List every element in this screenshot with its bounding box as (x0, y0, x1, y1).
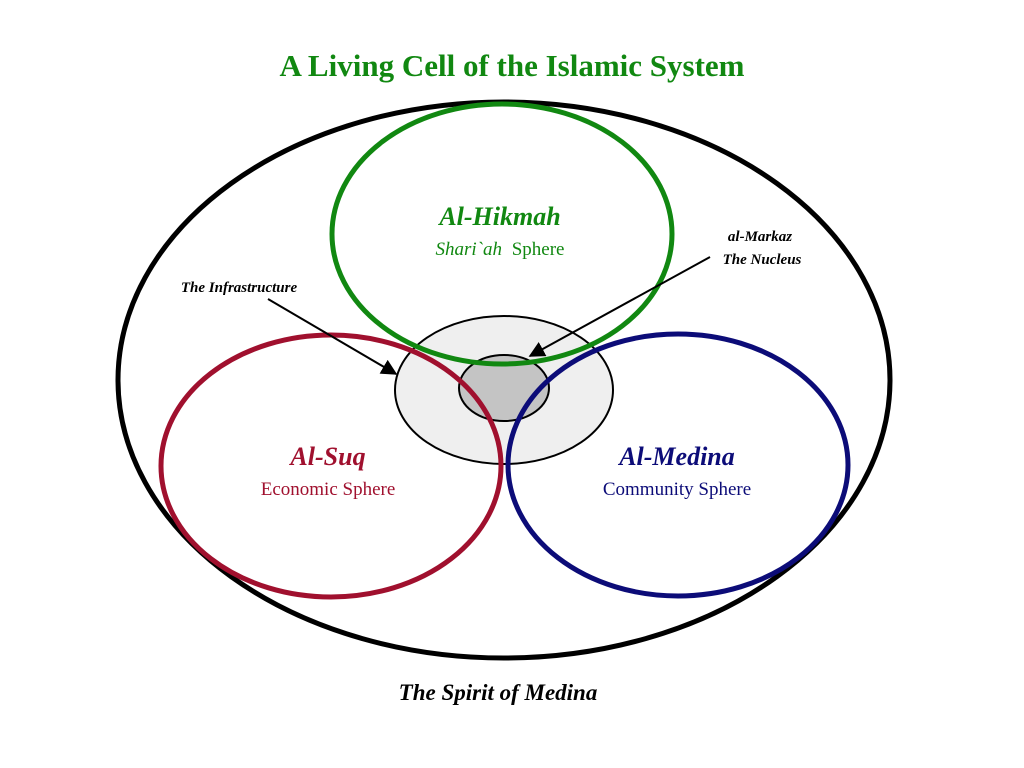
infrastructure-callout-arrow (267, 298, 398, 375)
hikmah-subtitle-italic: Shari`ah (435, 239, 502, 260)
hikmah-sphere-ellipse (329, 101, 675, 367)
markaz-callout-label: al-Markaz (728, 229, 792, 245)
page-title: A Living Cell of the Islamic System (280, 48, 745, 83)
hikmah-subtitle: Shari`ah Sphere (435, 239, 564, 260)
nucleus-callout-arrow (528, 256, 711, 357)
infrastructure-callout-label: The Infrastructure (181, 280, 298, 296)
suq-name: Al-Suq (288, 442, 365, 471)
medina-sphere-ellipse (505, 331, 851, 599)
suq-subtitle: Economic Sphere (261, 479, 396, 500)
hikmah-name: Al-Hikmah (437, 202, 560, 231)
hikmah-subtitle-rest: Sphere (512, 239, 565, 260)
medina-name: Al-Medina (617, 442, 735, 471)
nucleus-callout-label: The Nucleus (723, 252, 802, 268)
medina-subtitle: Community Sphere (603, 479, 751, 500)
diagram-footer: The Spirit of Medina (399, 680, 598, 705)
